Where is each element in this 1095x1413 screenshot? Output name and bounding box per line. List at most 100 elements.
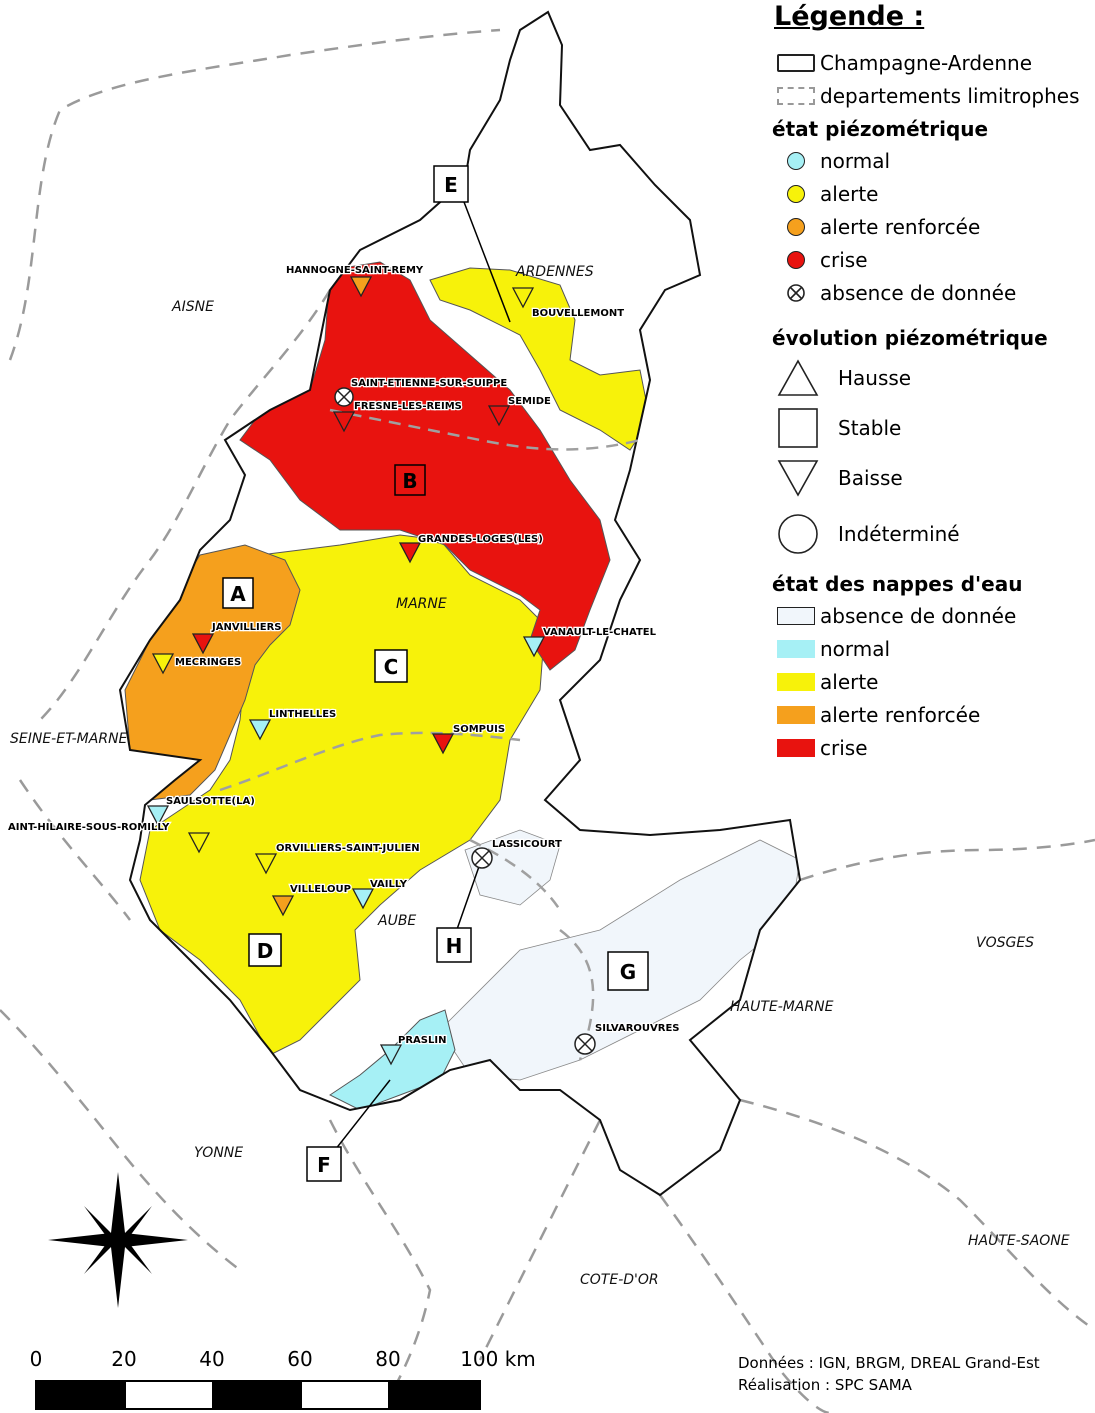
legend-label: alerte renforcée (820, 214, 981, 239)
zone-box-f: F (306, 1146, 342, 1182)
triangle-down-icon (777, 460, 819, 497)
station-marker[interactable] (522, 636, 546, 658)
station-label: VANAULT-LE-CHATEL (543, 627, 657, 638)
station-marker[interactable] (511, 287, 535, 309)
legend-label: absence de donnée (820, 280, 1017, 305)
station-marker[interactable] (334, 387, 354, 407)
legend-label: Indéterminé (838, 522, 960, 546)
station-label: PRASLIN (398, 1035, 446, 1046)
legend-item-baisse: Baisse (772, 453, 1095, 503)
station-label: ORVILLIERS-SAINT-JULIEN (276, 843, 420, 854)
legend-item-indetermine: Indéterminé (772, 503, 1095, 565)
station-marker[interactable] (271, 895, 295, 917)
zone-letter-a: A (230, 582, 246, 606)
dept-label-cote-d-or: COTE-D'OR (580, 1272, 659, 1288)
station-marker[interactable] (332, 411, 356, 433)
station-label: FRESNE-LES-REIMS (354, 401, 462, 412)
station-label: SEMIDE (508, 396, 551, 407)
station-label: HANNOGNE-SAINT-REMY (286, 265, 424, 276)
legend-item-aquifer-normal: normal (772, 632, 1095, 665)
legend-label: normal (820, 636, 891, 661)
dept-label-seine-et-marne: SEINE-ET-MARNE (10, 731, 128, 747)
orange-swatch-icon (777, 705, 815, 724)
legend-item-piezo-no-data: absence de donnée (772, 276, 1095, 309)
legend-item-aquifer-alerte: alerte (772, 665, 1095, 698)
legend-item-region: Champagne-Ardenne (772, 46, 1095, 79)
red-circle-icon (787, 250, 805, 269)
station-label: BOUVELLEMONT (532, 308, 624, 319)
legend-label: alerte (820, 181, 879, 206)
legend-item-piezo-crise: crise (772, 243, 1095, 276)
station-marker[interactable] (379, 1044, 403, 1066)
yellow-swatch-icon (777, 672, 815, 691)
dept-label-yonne: YONNE (194, 1145, 243, 1161)
station-label: SOMPUIS (453, 724, 505, 735)
station-label: SAULSOTTE(LA) (166, 796, 255, 807)
scale-tick-80: 80 (375, 1347, 400, 1371)
station-marker[interactable] (254, 853, 278, 875)
legend-label: Stable (838, 416, 902, 440)
station-label: SAINT-ETIENNE-SUR-SUIPPE (351, 378, 507, 389)
zone-box-e: E (433, 165, 469, 203)
station-marker[interactable] (151, 653, 175, 675)
scale-tick-20: 20 (111, 1347, 136, 1371)
credits-author: Réalisation : SPC SAMA (738, 1376, 912, 1394)
station-label: LINTHELLES (269, 709, 336, 720)
champagne-ardenne-boundary (118, 10, 802, 1197)
dept-label-marne: MARNE (396, 596, 447, 612)
station-marker[interactable] (146, 805, 170, 827)
station-label: LASSICOURT (492, 839, 562, 850)
region-outline-icon (777, 53, 815, 72)
station-marker[interactable] (431, 733, 455, 755)
zone-letter-d: D (257, 939, 274, 963)
circle-icon (778, 514, 818, 554)
station-marker[interactable] (471, 847, 493, 869)
legend-item-aquifer-no-data: absence de donnée (772, 599, 1095, 632)
dept-label-haute-saone: HAUTE-SAONE (968, 1233, 1070, 1249)
zone-letter-b: B (402, 469, 417, 493)
station-marker[interactable] (574, 1033, 596, 1055)
zone-box-g: G (607, 951, 649, 991)
station-marker[interactable] (191, 633, 215, 655)
credits-data-sources: Données : IGN, BRGM, DREAL Grand-Est (738, 1354, 1040, 1372)
legend-label: Champagne-Ardenne (820, 50, 1032, 75)
legend-item-aquifer-crise: crise (772, 731, 1095, 764)
station-marker[interactable] (487, 405, 511, 427)
scale-bar: 0 20 40 60 80 100 km (30, 1347, 536, 1410)
scale-tick-40: 40 (199, 1347, 224, 1371)
zone-box-b: B (394, 464, 426, 496)
station-label: JANVILLIERS (211, 622, 282, 633)
station-label: VAILLY (370, 879, 408, 890)
dept-label-aube: AUBE (377, 913, 416, 929)
station-marker[interactable] (351, 888, 375, 910)
zone-box-c: C (374, 649, 408, 683)
zone-letter-g: G (620, 960, 636, 984)
legend-section-aquifer-state: état des nappes d'eau (772, 572, 1023, 596)
station-marker[interactable] (187, 832, 211, 854)
red-swatch-icon (777, 738, 815, 757)
triangle-up-icon (777, 359, 819, 396)
dept-label-aisne: AISNE (171, 299, 214, 315)
zone-box-a: A (222, 577, 254, 609)
station-marker[interactable] (398, 542, 422, 564)
legend-label: alerte renforcée (820, 702, 981, 727)
dept-label-ardennes: ARDENNES (515, 264, 594, 280)
station-marker[interactable] (349, 276, 373, 298)
legend-label: Baisse (838, 466, 903, 490)
station-markers[interactable]: HANNOGNE-SAINT-REMY BOUVELLEMONT SAINT-E… (7, 264, 681, 1066)
station-label: VILLELOUP (290, 884, 351, 895)
legend-item-neighbours: departements limitrophes (772, 79, 1095, 112)
legend-item-aquifer-alerte-renforcee: alerte renforcée (772, 698, 1095, 731)
department-labels: AISNE ARDENNES MARNE SEINE-ET-MARNE AUBE… (10, 264, 1070, 1288)
yellow-circle-icon (787, 184, 805, 203)
legend-item-stable: Stable (772, 403, 1095, 453)
legend-item-hausse: Hausse (772, 353, 1095, 403)
station-marker[interactable] (248, 719, 272, 741)
legend-label: absence de donnée (820, 603, 1017, 628)
legend-label: Hausse (838, 366, 912, 390)
legend: Légende : Champagne-Ardenne departements… (772, 0, 1095, 764)
station-label: MECRINGES (175, 657, 241, 668)
legend-label: crise (820, 735, 868, 760)
zone-letters: A B C D E F G H (222, 165, 649, 1182)
